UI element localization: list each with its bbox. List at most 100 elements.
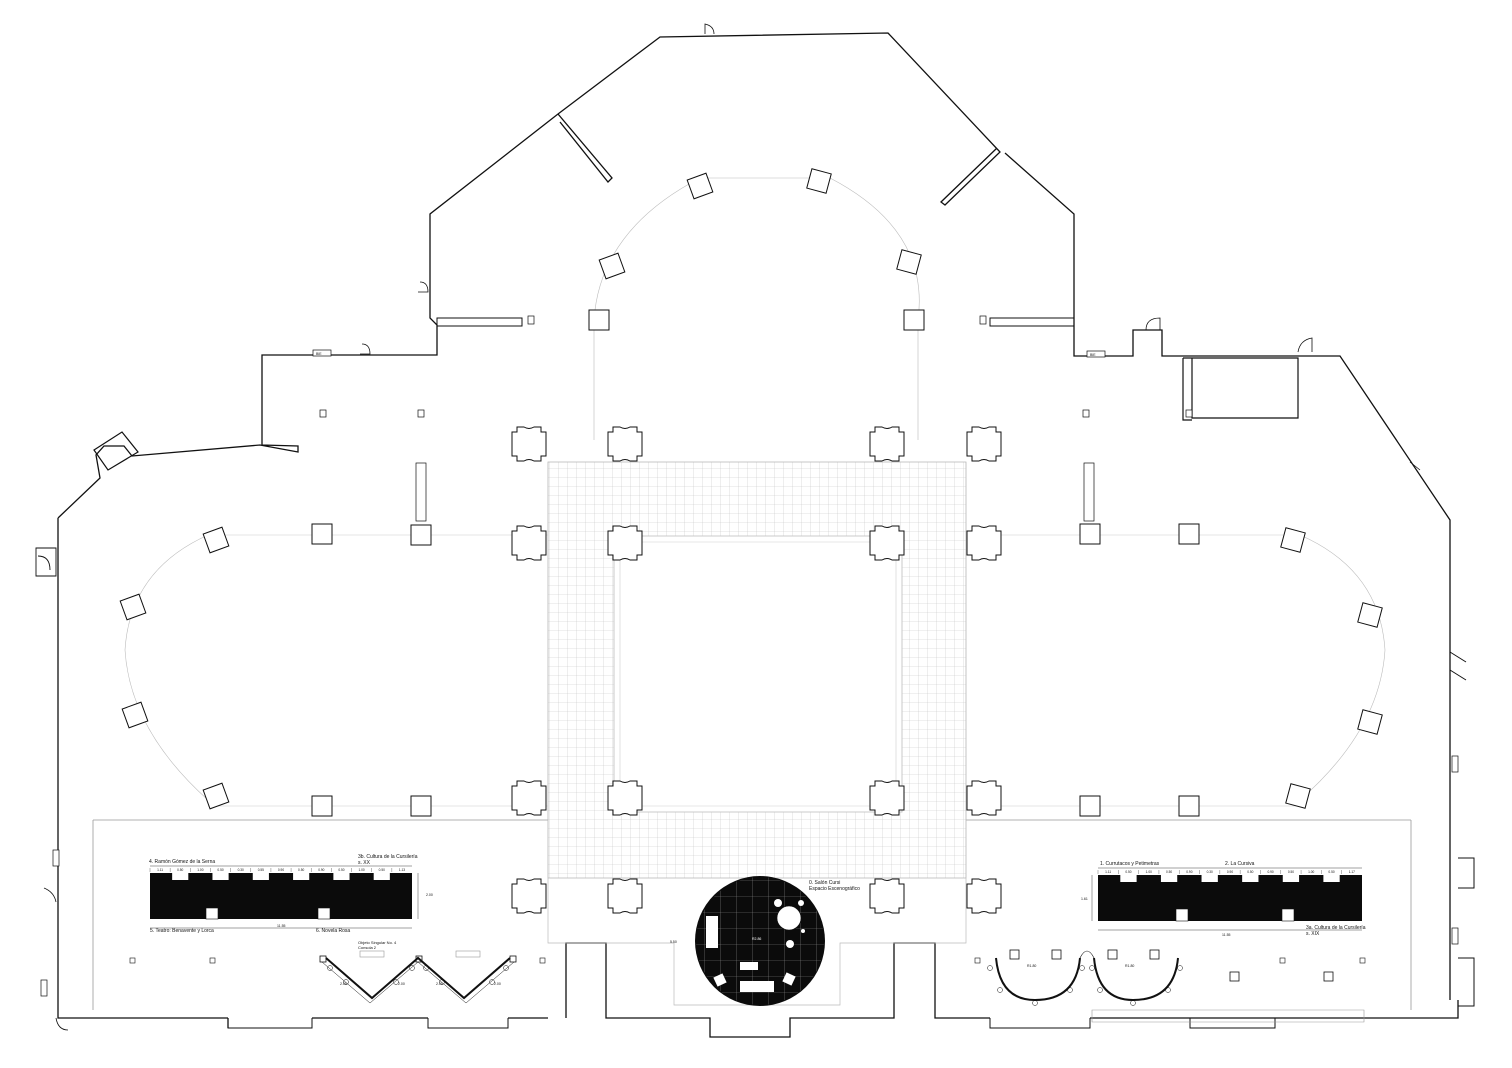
label-objeto-singular: Objeto Singular No. 4 Consola 2 [358, 940, 397, 950]
dim-value: 0.50 [338, 868, 344, 872]
cross-pillar [607, 780, 643, 816]
square-pillar [903, 309, 925, 331]
cross-pillar [511, 525, 547, 561]
square-pillar [311, 795, 333, 817]
arc-right-radius: R1.80 [1125, 964, 1135, 968]
case-notch [1323, 875, 1340, 882]
case-notch [293, 873, 310, 880]
cross-pillar [607, 426, 643, 462]
cross-pillar [511, 780, 547, 816]
dim-value: 0.50 [1288, 870, 1294, 874]
dome-outline [593, 177, 920, 440]
cross-pillars [511, 426, 1002, 914]
zig-dim-3: 2.00 [436, 982, 443, 986]
cross-pillar [607, 878, 643, 914]
case-notch [212, 873, 229, 880]
square-pillar [1079, 795, 1101, 817]
curved-displays [987, 949, 1334, 1006]
square-pillar [806, 168, 832, 194]
small-columns [319, 315, 1193, 522]
square-pillar [410, 524, 432, 546]
dim-value: 0.50 [217, 868, 223, 872]
dim-value: 0.90 [318, 868, 324, 872]
case-notch [1242, 875, 1259, 882]
central-room-border [613, 535, 903, 813]
dim-value: 0.55 [258, 868, 264, 872]
cross-pillar [869, 426, 905, 462]
square-pillar [896, 249, 922, 275]
label-section-5: 5. Teatro: Benavente y Lorca [150, 928, 214, 934]
label-section-4: 4. Ramón Gómez de la Serna [149, 859, 216, 865]
dim-value: 0.50 [1247, 870, 1253, 874]
square-pillar [1285, 783, 1311, 809]
bie-tag-2: BIE [1090, 353, 1096, 357]
label-section-2: 2. La Cursiva [1225, 861, 1255, 867]
wall-ledge-left [436, 317, 523, 327]
square-pillar [410, 795, 432, 817]
left-case-depth: 2.00 [426, 893, 433, 897]
circle-radius: R2.86 [752, 937, 762, 941]
floor-markers [129, 957, 1366, 1023]
cross-pillar [869, 780, 905, 816]
dim-value: 0.30 [238, 868, 244, 872]
bie-tag-1: BIE [316, 352, 322, 356]
left-door [35, 547, 57, 577]
square-pillar [1357, 602, 1383, 628]
right-display-case [1091, 867, 1362, 931]
square-pillar [1357, 709, 1383, 735]
square-pillar [1280, 527, 1306, 553]
front-niches [227, 1018, 1276, 1029]
left-case-total: 11.55 [277, 924, 286, 928]
label-section-3b: 3b. Cultura de la Cursilería s. XX [358, 854, 418, 866]
bie-tags [40, 349, 1459, 997]
cross-pillar [869, 525, 905, 561]
square-pillar [1178, 795, 1200, 817]
square-pillar [202, 782, 230, 810]
arc-left-radius: R1.80 [1027, 964, 1037, 968]
square-pillar [1178, 523, 1200, 545]
dim-value: 0.50 [1125, 870, 1131, 874]
dim-value: 1.00 [1146, 870, 1152, 874]
right-case-depth: 1.61 [1081, 897, 1088, 901]
dim-value: 0.50 [177, 868, 183, 872]
zigzag-display [319, 950, 517, 1004]
dim-value: 0.90 [278, 868, 284, 872]
dim-value: 0.50 [379, 868, 385, 872]
square-pillar [311, 523, 333, 545]
zig-dim-1: 2.00 [340, 982, 347, 986]
dim-value: 0.50 [1328, 870, 1334, 874]
square-pillar [598, 252, 626, 280]
case-notch [1160, 875, 1178, 882]
cross-pillar [966, 780, 1002, 816]
square-pillar [686, 172, 714, 200]
right-oval [1299, 534, 1386, 801]
square-pillar [121, 701, 149, 729]
label-section-6: 6. Novela Rosa [316, 928, 351, 934]
circular-stage [695, 876, 825, 1006]
door-arcs [43, 23, 1421, 1031]
bottom-wall-line [92, 819, 1412, 1010]
label-section-3a: 3a. Cultura de la Cursilería s. XIX [1306, 925, 1366, 937]
cross-pillar [966, 426, 1002, 462]
dim-value: 1.13 [399, 868, 405, 872]
cross-pillar [966, 525, 1002, 561]
left-display-case [150, 865, 419, 929]
case-notch [1201, 875, 1218, 882]
case-notch [1120, 875, 1137, 882]
right-edge-cases [1449, 651, 1475, 1007]
grid-floor [547, 461, 967, 879]
dim-value: 1.00 [197, 868, 203, 872]
dim-value: 0.90 [1268, 870, 1274, 874]
case-notch [1282, 875, 1300, 882]
dim-value: 1.00 [1308, 870, 1314, 874]
circle-diameter: 5.50 [670, 940, 677, 944]
zig-dim-4: 2.00 [494, 982, 501, 986]
dim-value: 1.00 [359, 868, 365, 872]
dim-value: 1.11 [1105, 870, 1111, 874]
label-section-0: 0. Salón Cursi Espacio Escenográfico [809, 880, 860, 892]
square-pillar [1079, 523, 1101, 545]
square-pillars [119, 168, 1383, 817]
dim-value: 0.30 [1207, 870, 1213, 874]
